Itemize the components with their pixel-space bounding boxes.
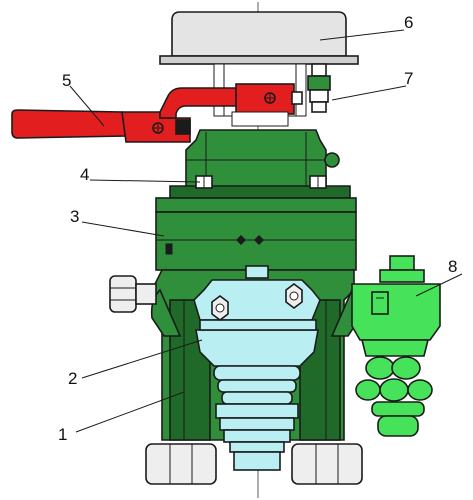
callout-4: 4 (80, 165, 89, 184)
side-fitting (351, 255, 441, 437)
callout-7: 7 (404, 69, 413, 88)
top-cap (159, 11, 359, 117)
housing-band (155, 197, 357, 271)
valve-nut-right (285, 283, 303, 309)
screw-cross-a (236, 235, 264, 245)
adjusting-screw (307, 63, 331, 113)
cover-bolt-right (309, 175, 327, 189)
callout-6: 6 (404, 13, 413, 32)
pneumatic-valve-body (193, 265, 321, 471)
left-side-nut (109, 275, 157, 313)
callout-8: 8 (448, 257, 457, 276)
callout-5: 5 (62, 71, 71, 90)
callout-3: 3 (70, 207, 79, 226)
callout-2: 2 (68, 369, 77, 388)
bottom-nut-right (291, 443, 363, 485)
leader-lines (69, 29, 463, 433)
bottom-nut-left (145, 443, 217, 485)
handle (11, 83, 303, 143)
upper-cover (169, 111, 351, 199)
callout-1: 1 (58, 425, 67, 444)
valve-nut-left (211, 295, 229, 321)
